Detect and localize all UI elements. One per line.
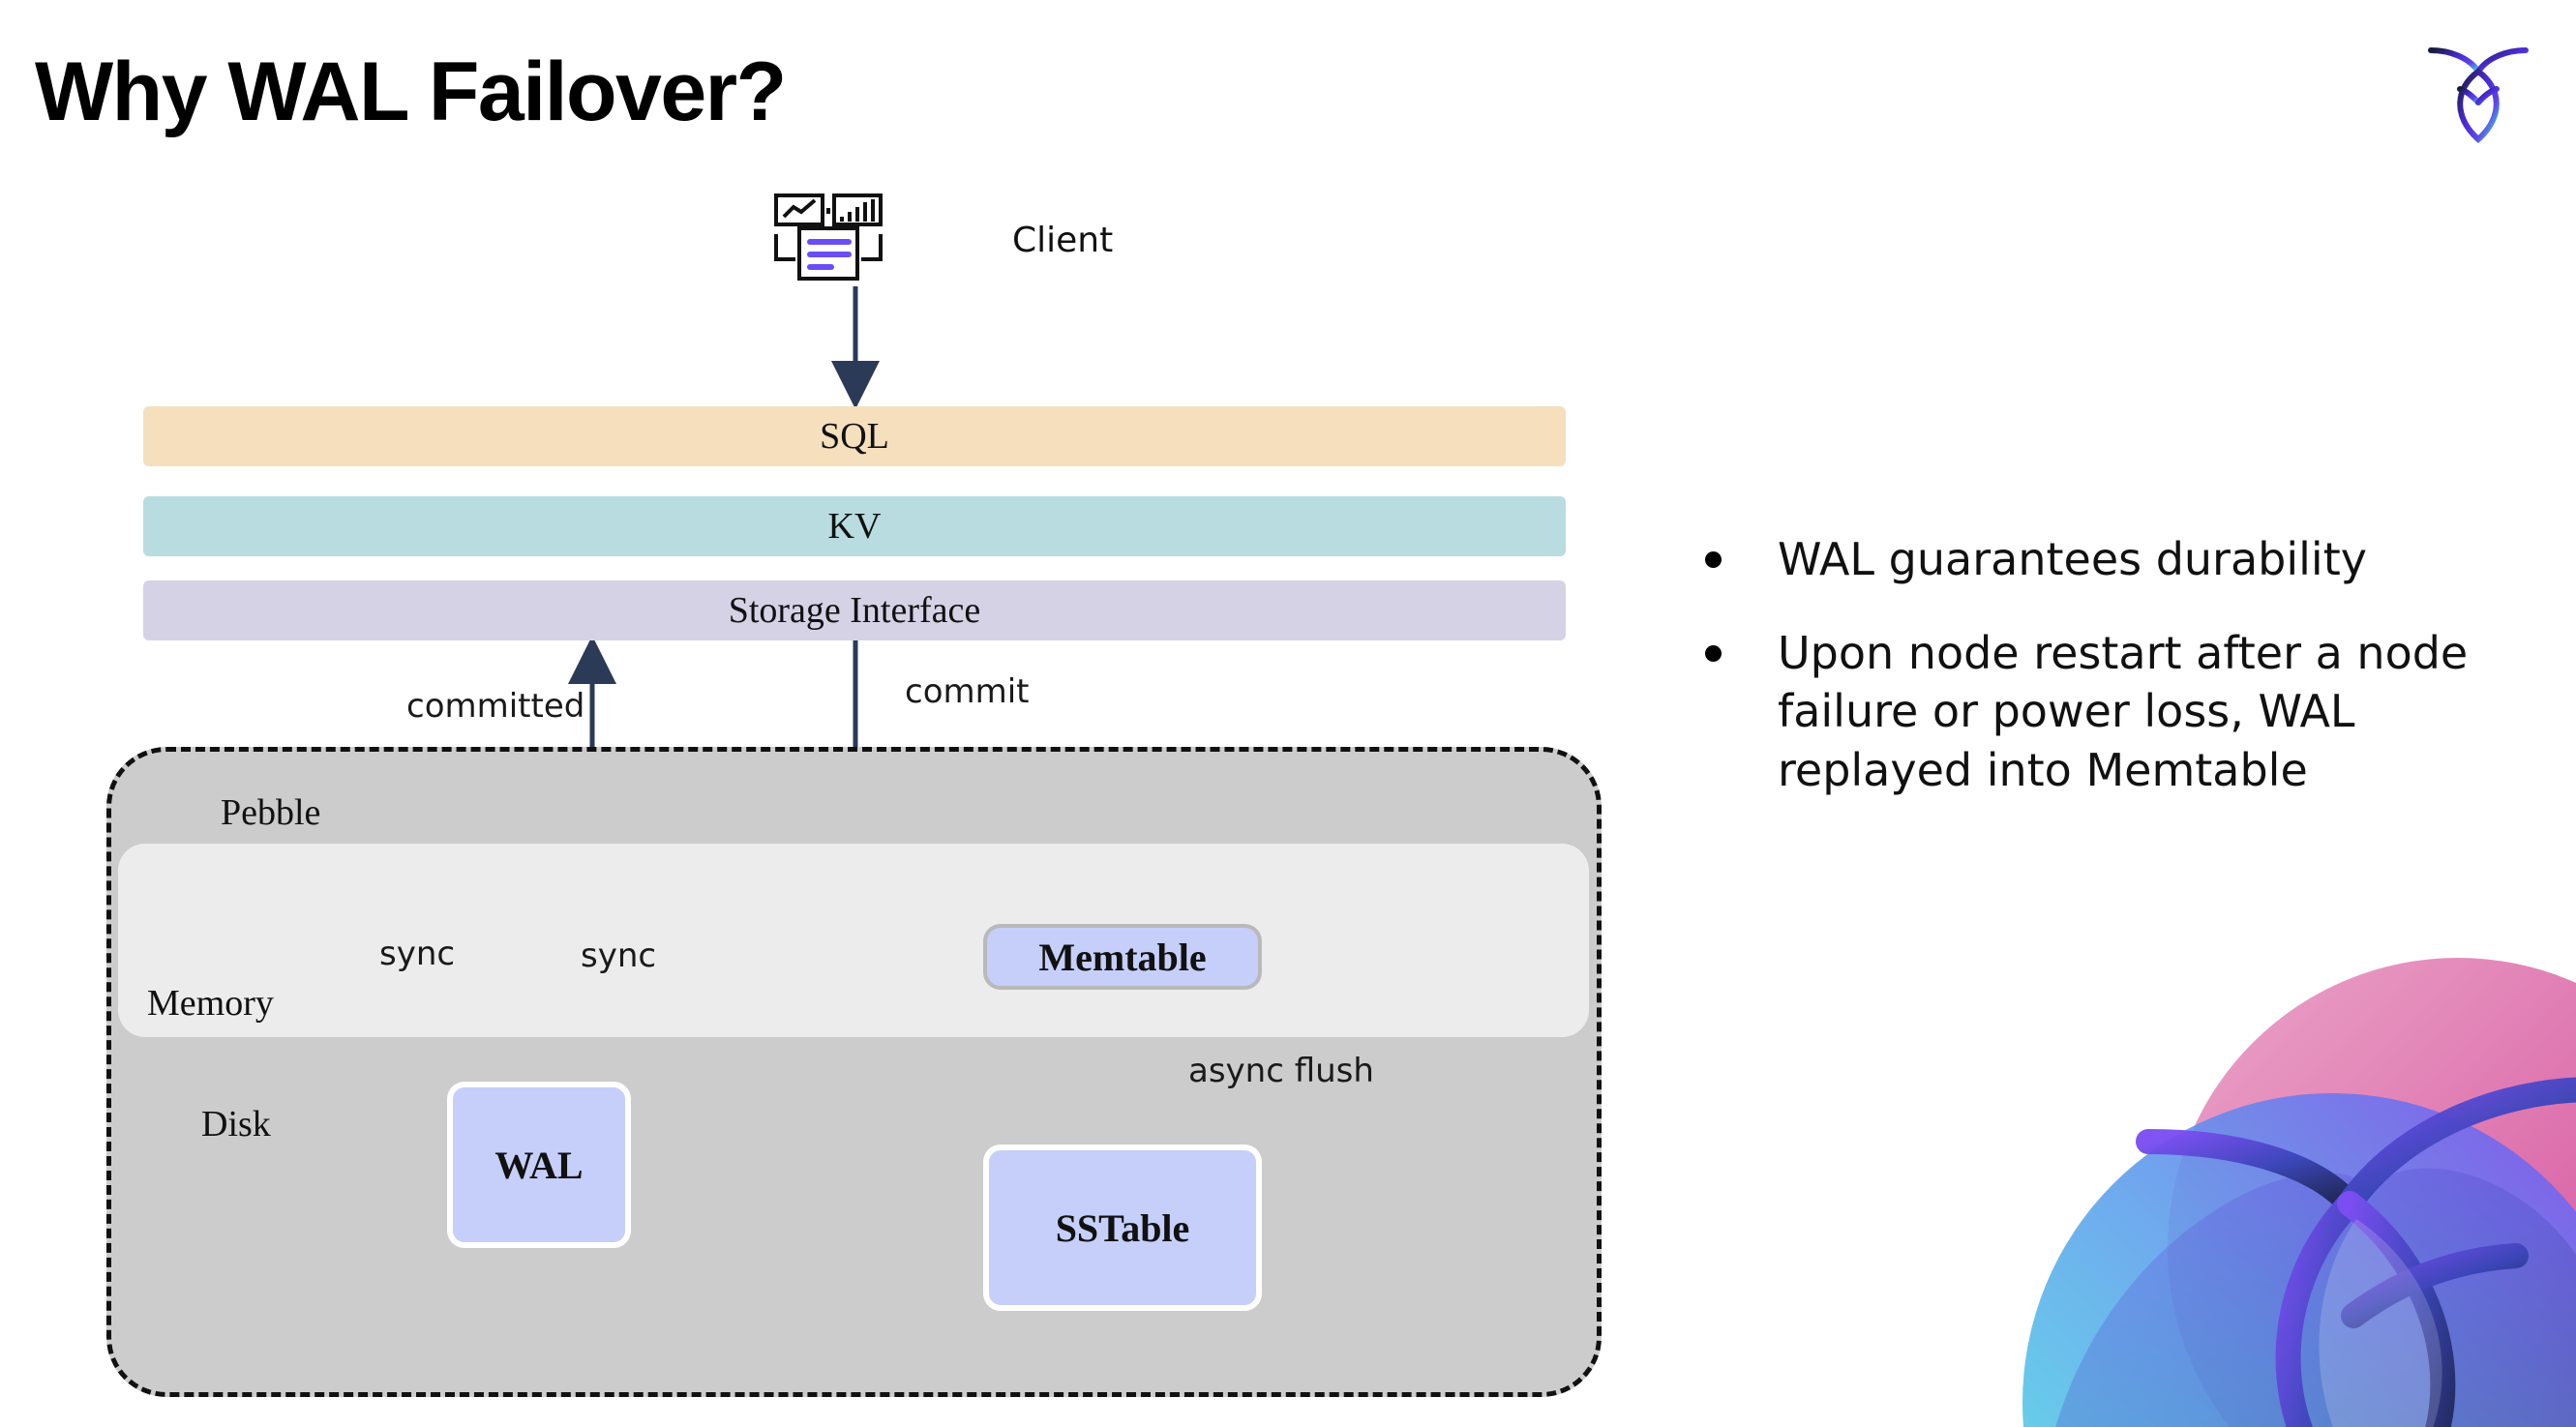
edge-label-sync-left: sync — [379, 935, 456, 973]
list-item: Upon node restart after a node failure o… — [1705, 624, 2537, 800]
memory-band — [118, 844, 1589, 1037]
node-wal-label: WAL — [494, 1143, 584, 1187]
node-memtable[interactable]: Memtable — [983, 924, 1262, 990]
client-dashboard-icon — [774, 193, 929, 281]
memory-label: Memory — [147, 983, 274, 1024]
layer-kv[interactable]: KV — [143, 496, 1566, 556]
node-memtable-label: Memtable — [1038, 935, 1207, 979]
edge-label-async-flush: async flush — [1188, 1052, 1374, 1090]
bullet-dot-icon — [1705, 551, 1722, 568]
layer-sql[interactable]: SQL — [143, 406, 1566, 466]
edge-label-sync-right: sync — [581, 936, 657, 975]
cockroachdb-logo-icon — [2417, 27, 2539, 149]
layer-sql-label: SQL — [820, 416, 889, 457]
client-label: Client — [1012, 221, 1114, 260]
page-title: Why WAL Failover? — [35, 45, 787, 138]
node-sstable[interactable]: SSTable — [983, 1145, 1262, 1311]
bullet-text: WAL guarantees durability — [1778, 533, 2367, 585]
bullet-dot-icon — [1705, 644, 1722, 662]
node-wal[interactable]: WAL — [447, 1082, 631, 1248]
bullet-text: Upon node restart after a node failure o… — [1778, 626, 2469, 797]
pebble-label: Pebble — [221, 792, 321, 833]
layer-kv-label: KV — [827, 506, 882, 547]
layer-storage-interface-label: Storage Interface — [728, 590, 981, 631]
layer-storage-interface[interactable]: Storage Interface — [143, 580, 1566, 640]
bullet-list: WAL guarantees durability Upon node rest… — [1705, 530, 2537, 835]
architecture-diagram: Client SQL KV Storage Interface Pebble M… — [106, 193, 1602, 1397]
disk-label: Disk — [201, 1104, 271, 1145]
cockroachdb-watermark-decoration — [1916, 900, 2576, 1427]
list-item: WAL guarantees durability — [1705, 530, 2537, 589]
edge-label-commit: commit — [905, 672, 1030, 711]
node-sstable-label: SSTable — [1055, 1205, 1190, 1250]
edge-label-committed: committed — [406, 687, 585, 726]
